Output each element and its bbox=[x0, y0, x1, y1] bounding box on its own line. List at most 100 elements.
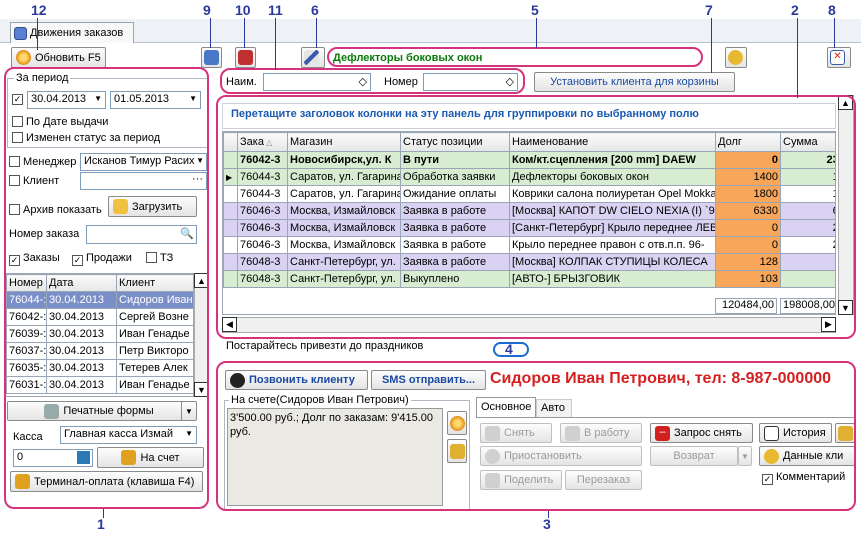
close-button[interactable]: ✕ bbox=[827, 47, 851, 68]
cell-order: 76046-3 bbox=[237, 236, 288, 254]
callout-number: 8 bbox=[828, 2, 836, 18]
refresh-button[interactable]: Обновить F5 bbox=[11, 47, 106, 68]
issue-date-checkbox[interactable] bbox=[12, 116, 23, 127]
by-issue-date-option[interactable]: По Дате выдачи bbox=[12, 116, 108, 128]
column-header-client[interactable]: Клиент bbox=[116, 274, 193, 292]
callout-leader bbox=[548, 511, 549, 518]
column-header-shop[interactable]: Магазин bbox=[287, 132, 401, 152]
period-checkbox[interactable]: ✓ bbox=[12, 94, 23, 105]
order-client: Петр Викторо bbox=[116, 342, 193, 360]
manager-option[interactable]: Менеджер bbox=[9, 156, 76, 168]
eraser-icon[interactable]: ◇ bbox=[505, 76, 514, 88]
search-icon[interactable]: 🔍 bbox=[180, 228, 194, 240]
orders-option[interactable]: ✓Заказы bbox=[9, 252, 60, 266]
manager-checkbox[interactable] bbox=[9, 156, 20, 167]
to-work-button[interactable]: В работу bbox=[560, 423, 642, 443]
column-header-date[interactable]: Дата bbox=[46, 274, 117, 292]
column-header-order[interactable]: Зака △ bbox=[237, 132, 288, 152]
archive-option[interactable]: Архив показать bbox=[9, 204, 102, 216]
set-client-button[interactable]: Установить клиента для корзины bbox=[534, 72, 735, 92]
return-dropdown[interactable]: ▼ bbox=[738, 446, 752, 466]
sales-option[interactable]: ✓Продажи bbox=[72, 252, 132, 266]
column-header-number[interactable]: Номер bbox=[6, 274, 47, 292]
column-header-sum[interactable]: Сумма bbox=[780, 132, 835, 152]
client-option[interactable]: Клиент bbox=[9, 175, 59, 187]
scroll-right-icon[interactable]: ▶ bbox=[821, 317, 836, 332]
archive-checkbox[interactable] bbox=[9, 204, 20, 215]
cell-sum: 35 bbox=[780, 270, 835, 288]
terminal-payment-button[interactable]: Терминал-оплата (клавиша F4) bbox=[10, 471, 203, 492]
column-header-name[interactable]: Наименование bbox=[509, 132, 716, 152]
client-data-button[interactable]: Данные кли bbox=[759, 446, 855, 466]
tz-checkbox[interactable] bbox=[146, 252, 157, 263]
scroll-left-icon[interactable]: ◀ bbox=[222, 317, 237, 332]
client-search-button[interactable] bbox=[725, 47, 747, 68]
order-number: 76044-: bbox=[6, 291, 47, 309]
print-forms-dropdown[interactable]: ▼ bbox=[181, 401, 197, 421]
to-account-label: На счет bbox=[140, 451, 180, 464]
load-button[interactable]: Загрузить bbox=[108, 196, 197, 217]
tab-main[interactable]: Основное bbox=[476, 397, 536, 417]
return-button[interactable]: Возврат bbox=[650, 446, 738, 466]
print-forms-button[interactable]: Печатные формы bbox=[7, 401, 191, 421]
reorder-button[interactable]: Перезаказ bbox=[565, 470, 642, 490]
comments-option[interactable]: ✓Комментарий bbox=[762, 471, 845, 485]
column-header-debt[interactable]: Долг bbox=[715, 132, 781, 152]
chevron-down-icon: ▼ bbox=[94, 94, 102, 103]
manager-label: Менеджер bbox=[23, 156, 77, 168]
callout-outline-split bbox=[493, 342, 529, 357]
cash-select[interactable]: Главная касса Измай▼ bbox=[60, 426, 197, 444]
tab-orders-movement[interactable]: Движения заказов bbox=[10, 22, 134, 43]
product-title: Дефлекторы боковых окон bbox=[333, 52, 483, 64]
account-balance-button[interactable] bbox=[447, 439, 467, 463]
manager-select[interactable]: Исканов Тимур Расих▼ bbox=[80, 153, 207, 171]
date-from-field[interactable]: 30.04.2013▼ bbox=[27, 91, 106, 109]
order-number-input[interactable]: 🔍 bbox=[86, 225, 197, 244]
date-to-field[interactable]: 01.05.2013▼ bbox=[110, 91, 201, 109]
status-changed-option[interactable]: Изменен статус за период bbox=[12, 132, 160, 144]
client-field[interactable]: ··· bbox=[80, 172, 207, 190]
form-view-button[interactable] bbox=[235, 47, 256, 68]
callout-outline-search bbox=[220, 68, 525, 94]
scroll-up-icon[interactable]: ▲ bbox=[194, 273, 209, 288]
number-search-input[interactable]: ◇ bbox=[423, 73, 518, 91]
amount-input[interactable]: 0 bbox=[13, 449, 93, 467]
comments-checkbox[interactable]: ✓ bbox=[762, 474, 773, 485]
status-changed-checkbox[interactable] bbox=[12, 132, 23, 143]
name-search-input[interactable]: ◇ bbox=[263, 73, 371, 91]
tab-auto[interactable]: Авто bbox=[536, 399, 572, 417]
table-view-button[interactable] bbox=[201, 47, 222, 68]
to-account-button[interactable]: На счет bbox=[97, 447, 204, 468]
edit-button[interactable] bbox=[301, 47, 325, 68]
eraser-icon[interactable]: ◇ bbox=[358, 76, 367, 88]
client-checkbox[interactable] bbox=[9, 175, 20, 186]
history-button[interactable]: История bbox=[759, 423, 832, 443]
calculator-icon[interactable] bbox=[77, 451, 90, 464]
tz-option[interactable]: ТЗ bbox=[146, 252, 173, 264]
account-refresh-button[interactable] bbox=[447, 411, 467, 435]
sales-checkbox[interactable]: ✓ bbox=[72, 255, 83, 266]
orders-checkbox[interactable]: ✓ bbox=[9, 255, 20, 266]
scroll-down-icon[interactable]: ▼ bbox=[838, 300, 853, 315]
column-header-status[interactable]: Статус позиции bbox=[400, 132, 510, 152]
tools-button[interactable] bbox=[835, 423, 855, 443]
suspend-button[interactable]: Приостановить bbox=[480, 446, 642, 466]
split-button[interactable]: Поделить bbox=[480, 470, 562, 490]
request-remove-button[interactable]: –Запрос снять bbox=[650, 423, 753, 443]
return-label: Возврат bbox=[673, 450, 715, 462]
call-client-button[interactable]: Позвонить клиенту bbox=[225, 370, 368, 390]
sms-button[interactable]: SMS отправить... bbox=[371, 370, 486, 390]
remove-button[interactable]: Снять bbox=[480, 423, 552, 443]
